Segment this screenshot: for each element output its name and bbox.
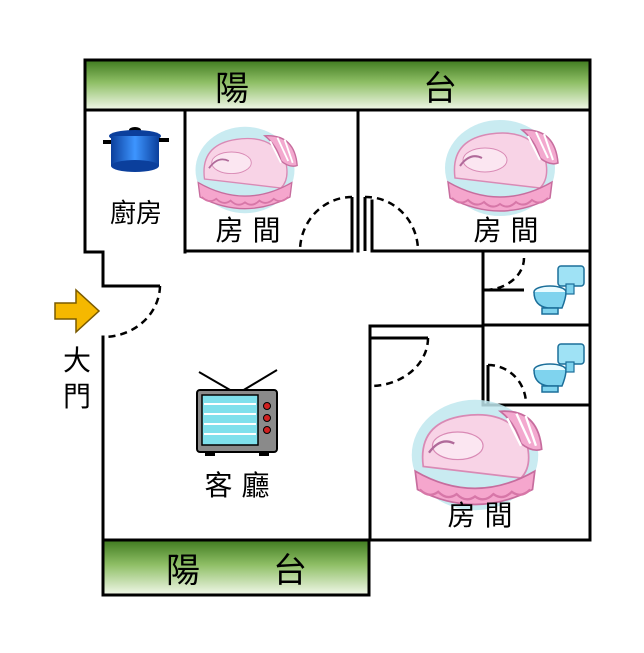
balcony-top-char1: 陽: [215, 69, 249, 109]
entrance-char2: 門: [63, 380, 91, 413]
toilet-icon: [533, 265, 585, 315]
pot-icon: [103, 127, 169, 172]
kitchen-label: 廚房: [110, 199, 162, 229]
arrow-right-icon: [54, 288, 101, 334]
bedroom-1-label: 房 間: [216, 214, 281, 247]
bedroom-3-label: 房 間: [448, 499, 513, 532]
bedroom-2-label: 房 間: [474, 214, 539, 247]
cradle-icon: [194, 125, 299, 215]
balcony-bottom: [101, 538, 371, 597]
balcony-top-char2: 台: [423, 69, 457, 109]
cradle-icon: [444, 119, 559, 217]
balcony-bottom-char2: 台: [273, 551, 307, 591]
living-room-label: 客 廳: [205, 469, 270, 502]
doors: [102, 195, 528, 405]
walls: [83, 108, 592, 542]
entrance-char1: 大: [63, 344, 91, 377]
tv-icon: [196, 369, 278, 456]
balcony-top: [83, 58, 592, 112]
cradle-icon: [410, 398, 543, 512]
balcony-bottom-char1: 陽: [166, 551, 200, 591]
toilet-icon: [533, 343, 585, 393]
